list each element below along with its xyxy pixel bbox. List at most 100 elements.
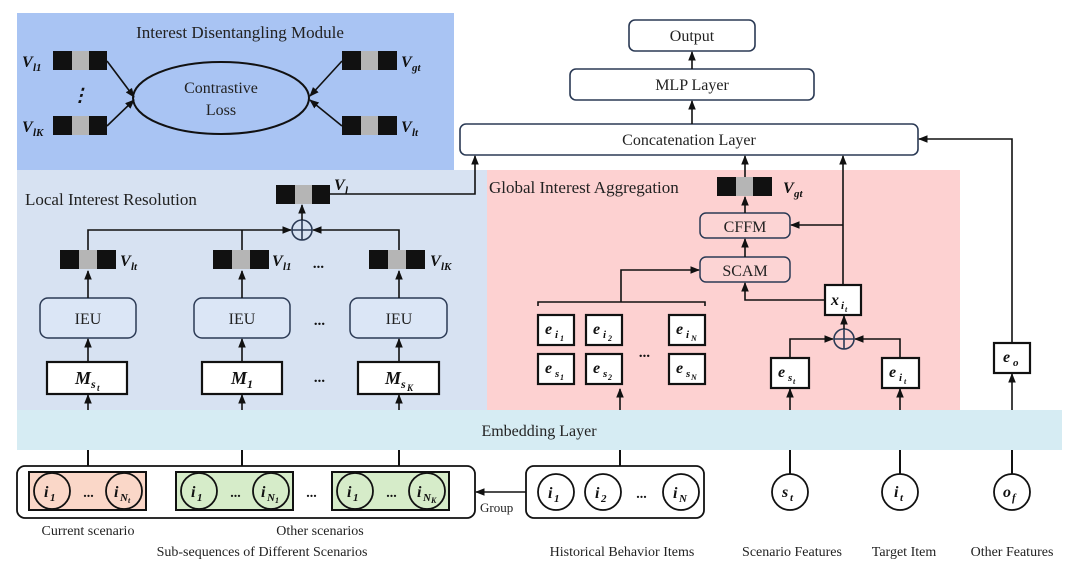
svg-text:t: t [845,305,848,314]
svg-text:i: i [899,372,903,384]
svg-text:s: s [787,372,792,384]
svg-text:e: e [676,321,683,338]
svg-text:i: i [595,485,600,502]
caption-subseq: Sub-sequences of Different Scenarios [157,545,368,560]
svg-text:lK: lK [33,127,44,139]
disentangling-title: Interest Disentangling Module [136,23,344,42]
svg-text:lt: lt [412,127,419,139]
svg-text:i: i [841,300,845,312]
arrow [309,99,343,127]
svg-text:1: 1 [50,492,56,504]
e-o-box [992,341,1032,375]
caption-other: Other Features [971,545,1054,560]
svg-text:i: i [417,484,422,501]
svg-text:s: s [781,484,788,501]
vl-to-concat-line [330,155,479,195]
est-to-oplus [789,335,834,358]
svg-text:2: 2 [607,334,612,343]
svg-text:2: 2 [600,493,607,505]
svg-text:N: N [422,492,432,504]
svg-text:e: e [593,360,600,377]
svg-text:N: N [690,334,698,343]
svg-text:i: i [44,484,49,501]
caption-scenario: Scenario Features [742,545,842,560]
vector-vl: V l [276,177,349,204]
arrow [106,60,135,98]
caption-current: Current scenario [42,524,135,539]
ellipsis: ... [314,313,325,329]
svg-text:IEU: IEU [229,311,256,328]
svg-text:M: M [384,368,402,388]
concatenation-layer-box [459,123,919,156]
svg-text:i: i [894,484,899,501]
svg-text:gt: gt [411,62,422,74]
svg-text:s: s [90,377,96,391]
svg-text:l1: l1 [283,261,292,273]
scenario-feature-node [771,473,809,511]
embedding-layer-label: Embedding Layer [481,423,597,440]
svg-text:i: i [261,484,266,501]
local-column-1: V lt IEU M s t [39,250,138,410]
svg-text:t: t [128,496,131,505]
svg-text:t: t [793,377,796,386]
output-box [628,19,756,52]
svg-text:t: t [790,492,794,504]
historical-items-container [525,465,705,519]
svg-text:i: i [347,484,352,501]
svg-text:lt: lt [131,261,138,273]
svg-text:f: f [1012,492,1017,504]
svg-text:gt: gt [793,188,804,200]
svg-text:e: e [676,360,683,377]
contrastive-loss-ellipse [132,61,310,135]
local-column-2: V l1 IEU M 1 [193,250,292,410]
svg-text:t: t [900,492,904,504]
vertical-ellipsis: ⋮ [71,85,89,105]
svg-text:i: i [686,329,690,341]
local-resolution-title: Local Interest Resolution [25,190,197,209]
arrow [309,60,343,97]
embedding-layer [17,410,1062,450]
svg-text:e: e [889,364,896,381]
svg-text:l: l [345,185,349,197]
svg-text:N: N [678,493,688,505]
svg-text:V: V [430,253,442,270]
eit-to-oplus [854,335,901,358]
current-scenario-seq [28,471,147,511]
svg-text:K: K [406,383,414,393]
svg-text:V: V [401,119,413,136]
cffm-label: CFFM [724,219,767,236]
svg-text:...: ... [387,486,398,501]
vector-vlK: V lK [22,116,107,139]
svg-text:...: ... [637,487,648,502]
other-scenario-seq-k [331,471,450,511]
svg-text:K: K [430,496,437,505]
concatenation-layer-label: Concatenation Layer [622,132,756,149]
svg-text:t: t [97,383,100,393]
ellipsis: ... [314,370,325,386]
svg-text:1: 1 [560,334,564,343]
bracket-to-scam [620,266,700,302]
svg-text:IEU: IEU [386,311,413,328]
local-column-k: V lK IEU M s K [349,250,452,410]
target-item-node [881,473,919,511]
caption-hist: Historical Behavior Items [550,545,695,560]
svg-text:o: o [1003,484,1011,501]
svg-text:t: t [904,377,907,386]
other-scenario-seq-1 [175,471,294,511]
global-aggregation-title: Global Interest Aggregation [489,178,679,197]
ellipsis: ... [639,345,650,361]
svg-text:i: i [191,484,196,501]
svg-text:s: s [602,368,607,380]
disentangling-module-bg [17,13,454,170]
contrastive-loss-label-1: Contrastive [184,80,258,97]
svg-text:lK: lK [441,261,452,273]
svg-text:e: e [778,364,785,381]
svg-text:N: N [690,373,698,382]
svg-text:s: s [554,368,559,380]
svg-text:s: s [685,368,690,380]
svg-text:i: i [548,485,553,502]
svg-text:IEU: IEU [75,311,102,328]
svg-text:V: V [120,253,132,270]
